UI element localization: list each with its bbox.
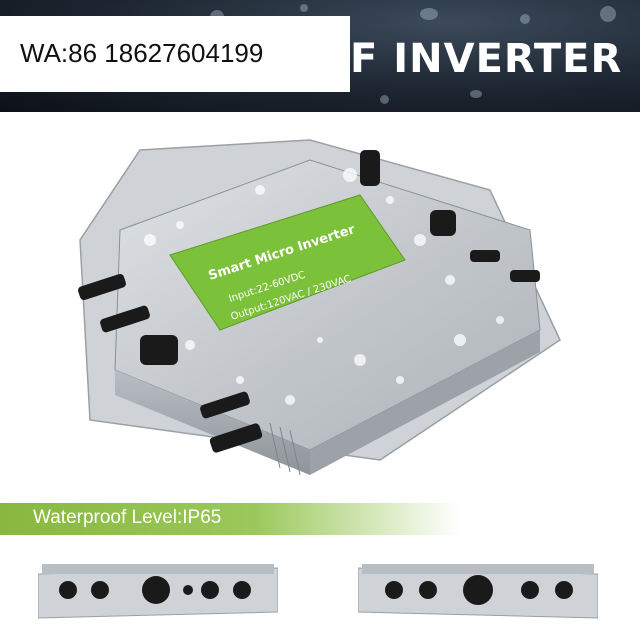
- ip-rating-text: Waterproof Level:IP65: [33, 507, 222, 528]
- contact-box: WA:86 18627604199: [0, 16, 350, 92]
- side-view-left: [38, 564, 278, 619]
- side-view-right: [358, 564, 598, 619]
- contact-text: WA:86 18627604199: [20, 38, 264, 68]
- micro-inverter-image: Smart Micro Inverter Input:22-60VDC Outp…: [78, 139, 561, 476]
- ip-rating-bar: Waterproof Level:IP65: [0, 503, 460, 535]
- dc-connectors: [78, 273, 263, 453]
- banner-title: F INVERTER: [350, 36, 623, 82]
